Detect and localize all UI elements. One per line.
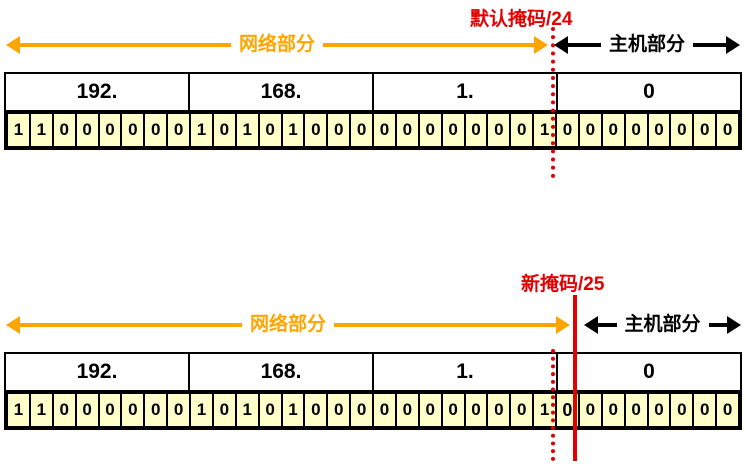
octet-label: 1. — [374, 354, 558, 390]
bit-cell: 0 — [349, 112, 374, 148]
new-mask-boundary-line-25 — [573, 295, 577, 461]
bit-cell: 1 — [6, 112, 31, 148]
bit-cell: 0 — [577, 392, 603, 428]
octet-label: 168. — [190, 74, 374, 110]
bit-cell: 0 — [646, 392, 672, 428]
bit-cell: 0 — [372, 392, 397, 428]
bit-cell: 0 — [51, 112, 77, 148]
bit-cell: 0 — [51, 392, 77, 428]
octet-label: 0 — [643, 360, 655, 383]
bit-cell: 0 — [623, 112, 649, 148]
bit-cell: 0 — [715, 392, 740, 428]
default-mask-title: 默认掩码/24 — [470, 9, 573, 30]
bit-cell: 0 — [394, 112, 420, 148]
bit-cell: 0 — [623, 392, 649, 428]
network-portion-arrow: 网络部分 — [6, 312, 570, 337]
bit-cell: 0 — [692, 392, 718, 428]
bit-cell: 0 — [669, 112, 695, 148]
bit-cell: 0 — [211, 112, 237, 148]
octet-row: 192.168.1. 0 — [6, 74, 740, 112]
bit-cell: 0 — [669, 392, 695, 428]
bit-cell: 0 — [257, 392, 283, 428]
bit-cell: 0 — [577, 112, 603, 148]
old-mask-boundary-line-24 — [551, 349, 555, 461]
bit-cell: 0 — [97, 112, 123, 148]
bit-cell: 1 — [280, 392, 306, 428]
bit-cell: 0 — [463, 392, 489, 428]
bit-cell: 0 — [417, 112, 443, 148]
bit-cell: 1 — [28, 392, 54, 428]
octet-label: 0 — [643, 80, 655, 103]
bit-cell: 0 — [303, 112, 329, 148]
bit-cell: 0 — [120, 392, 146, 428]
bit-cell: 0 — [463, 112, 489, 148]
bit-cell: 0 — [600, 112, 626, 148]
bit-cell: 0 — [715, 112, 740, 148]
network-portion-label: 网络部分 — [230, 32, 324, 57]
bit-cell: 0 — [509, 112, 535, 148]
bit-cell: 0 — [394, 392, 420, 428]
bit-cell: 0 — [97, 392, 123, 428]
bit-cell: 0 — [417, 392, 443, 428]
bit-cell: 1 — [189, 392, 214, 428]
bit-cell: 0 — [326, 392, 352, 428]
octet-label: 192. — [6, 74, 190, 110]
bit-cell: 1 — [234, 112, 260, 148]
bit-cell: 0 — [692, 112, 718, 148]
bit-cell: 0 — [440, 392, 466, 428]
bit-cell: 1 — [6, 392, 31, 428]
octet-row: 192.168.1. 0 — [6, 354, 740, 392]
bit-cell: 1 — [234, 392, 260, 428]
bit-cell: 0 — [486, 392, 512, 428]
bit-cell: 0 — [509, 392, 535, 428]
mask-boundary-line-24 — [551, 27, 555, 178]
bit-cell: 0 — [257, 112, 283, 148]
bit-cell: 0 — [600, 392, 626, 428]
octet-label: 192. — [6, 354, 190, 390]
bit-cell: 0 — [120, 112, 146, 148]
network-portion-label: 网络部分 — [241, 312, 335, 337]
bit-cell: 0 — [166, 112, 191, 148]
bit-cell: 0 — [326, 112, 352, 148]
bit-cell: 1 — [189, 112, 214, 148]
octet-label: 1. — [374, 74, 558, 110]
bit-cell: 0 — [74, 112, 100, 148]
bit-cell: 1 — [28, 112, 54, 148]
bit-cell: 0 — [555, 112, 580, 148]
network-portion-arrow: 网络部分 — [6, 32, 548, 57]
bit-cell: 0 — [211, 392, 237, 428]
bit-cell: 0 — [646, 112, 672, 148]
bit-cell: 0 — [74, 392, 100, 428]
bit-cell: 0 — [166, 392, 191, 428]
host-portion-label: 主机部分 — [600, 32, 694, 57]
new-mask-title: 新掩码/25 — [521, 274, 605, 295]
bit-cell: 0 — [486, 112, 512, 148]
bit-cell: 0 — [349, 392, 374, 428]
bit-cell: 0 — [143, 112, 169, 148]
host-portion-arrow: 主机部分 — [554, 32, 740, 57]
bit-cell: 0 — [372, 112, 397, 148]
bit-cell: 1 — [280, 112, 306, 148]
bit-cell: 0 — [143, 392, 169, 428]
host-portion-label: 主机部分 — [616, 312, 709, 337]
host-portion-arrow: 主机部分 — [584, 312, 741, 337]
bit-cell: 0 — [303, 392, 329, 428]
bit-cell: 0 — [440, 112, 466, 148]
octet-label: 168. — [190, 354, 374, 390]
